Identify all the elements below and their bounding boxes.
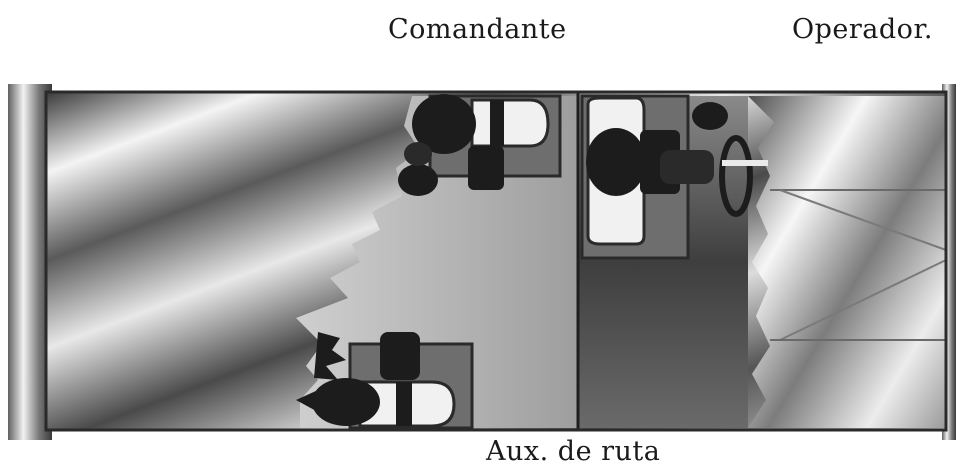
route-aux-figure: [296, 332, 380, 426]
operator-figure: [586, 102, 728, 196]
operator-label: Operador.: [792, 14, 933, 45]
route-aux-label: Aux. de ruta: [486, 436, 661, 467]
windshield: [748, 96, 946, 428]
commander-label: Comandante: [388, 14, 567, 45]
steering-wheel: [719, 135, 768, 217]
commander-figure: [398, 94, 476, 196]
route-aux-seat: [348, 332, 474, 430]
